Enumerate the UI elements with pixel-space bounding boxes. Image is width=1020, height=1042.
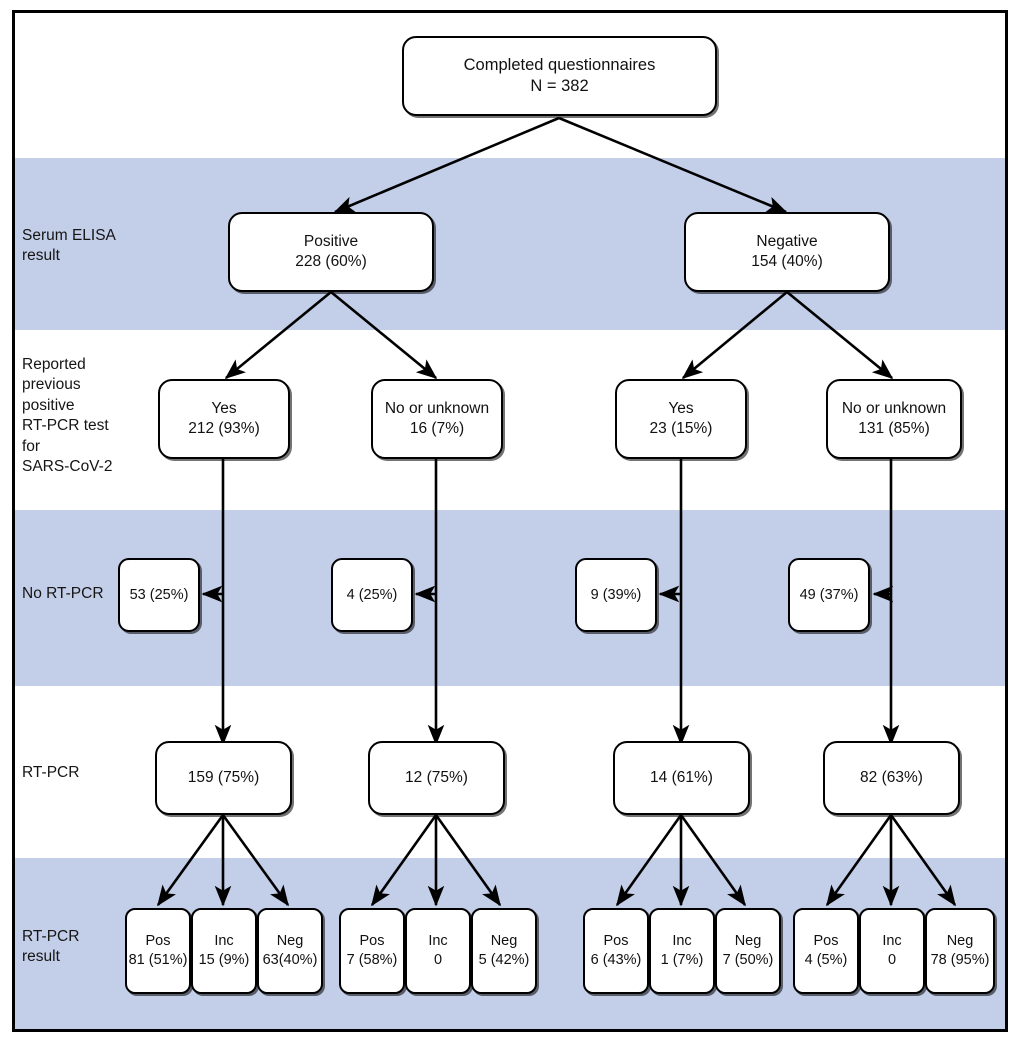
node-line-2: 228 (60%)	[295, 253, 367, 270]
node-no-rtpcr-negative-yes[interactable]: 9 (39%)	[575, 558, 657, 632]
node-line-1: Negative	[756, 232, 818, 250]
node-line-1: Inc	[214, 933, 234, 950]
node-line-1: Neg	[734, 933, 762, 950]
node-negative-reported-yes[interactable]: Yes 23 (15%)	[615, 379, 747, 459]
node-line-1: 9 (39%)	[590, 586, 642, 603]
node-line-2: 6 (43%)	[590, 952, 642, 968]
node-line-1: 49 (37%)	[799, 586, 859, 603]
node-line-1: Pos	[603, 933, 629, 950]
node-line-1: Inc	[882, 933, 902, 950]
node-line-2: 1 (7%)	[660, 952, 704, 968]
node-line-1: 159 (75%)	[187, 768, 260, 786]
node-line-1: Pos	[145, 933, 171, 950]
node-result-3-pos[interactable]: Pos 6 (43%)	[583, 908, 649, 994]
node-negative-reported-no-or-unknown[interactable]: No or unknown 131 (85%)	[826, 379, 962, 459]
row-label-no-rt-pcr: No RT-PCR	[22, 585, 104, 602]
node-line-2: 0	[887, 952, 897, 968]
node-rtpcr-negative-yes[interactable]: 14 (61%)	[613, 741, 750, 815]
node-line-1: 12 (75%)	[405, 768, 468, 786]
row-label-serum-elisa-result: Serum ELISA result	[22, 227, 116, 265]
node-line-1: Neg	[946, 933, 974, 950]
node-line-1: 82 (63%)	[860, 768, 923, 786]
node-result-2-inc[interactable]: Inc 0	[405, 908, 471, 994]
node-no-rtpcr-positive-no[interactable]: 4 (25%)	[331, 558, 413, 632]
node-line-2: 15 (9%)	[198, 952, 250, 968]
node-line-1: Neg	[490, 933, 518, 950]
node-result-4-inc[interactable]: Inc 0	[859, 908, 925, 994]
node-line-2: 4 (5%)	[804, 952, 848, 968]
node-line-1: Completed questionnaires	[463, 55, 656, 74]
node-line-1: No or unknown	[841, 399, 947, 417]
node-elisa-positive[interactable]: Positive 228 (60%)	[228, 212, 434, 292]
node-line-2: 81 (51%)	[128, 952, 188, 968]
node-rtpcr-negative-no[interactable]: 82 (63%)	[823, 741, 960, 815]
node-line-1: Inc	[428, 933, 448, 950]
node-result-3-inc[interactable]: Inc 1 (7%)	[649, 908, 715, 994]
node-positive-reported-yes[interactable]: Yes 212 (93%)	[158, 379, 290, 459]
node-no-rtpcr-positive-yes[interactable]: 53 (25%)	[118, 558, 200, 632]
row-label-reported-previous-positive-rtpcr: Reported previous positive RT-PCR test f…	[22, 356, 113, 476]
node-line-1: 4 (25%)	[346, 586, 398, 603]
node-line-2: 63(40%)	[262, 952, 318, 968]
node-line-2: 5 (42%)	[478, 952, 530, 968]
node-result-4-pos[interactable]: Pos 4 (5%)	[793, 908, 859, 994]
node-result-4-neg[interactable]: Neg 78 (95%)	[925, 908, 995, 994]
node-line-1: Yes	[668, 399, 694, 417]
node-positive-reported-no-or-unknown[interactable]: No or unknown 16 (7%)	[371, 379, 503, 459]
node-result-2-pos[interactable]: Pos 7 (58%)	[339, 908, 405, 994]
row-label-rt-pcr-result: RT-PCR result	[22, 928, 80, 966]
node-line-1: Neg	[276, 933, 304, 950]
node-line-1: Pos	[813, 933, 839, 950]
node-line-2: 16 (7%)	[409, 420, 465, 437]
node-line-2: 154 (40%)	[751, 253, 823, 270]
node-result-2-neg[interactable]: Neg 5 (42%)	[471, 908, 537, 994]
node-line-2: 7 (50%)	[722, 952, 774, 968]
node-no-rtpcr-negative-no[interactable]: 49 (37%)	[788, 558, 870, 632]
node-line-2: N = 382	[530, 77, 589, 95]
node-line-1: Yes	[211, 399, 237, 417]
row-label-rt-pcr: RT-PCR	[22, 764, 80, 781]
node-line-2: 131 (85%)	[858, 420, 930, 437]
node-line-2: 78 (95%)	[930, 952, 990, 968]
node-result-1-inc[interactable]: Inc 15 (9%)	[191, 908, 257, 994]
node-line-1: Pos	[359, 933, 385, 950]
node-line-1: 53 (25%)	[129, 586, 189, 603]
node-rtpcr-positive-no[interactable]: 12 (75%)	[368, 741, 505, 815]
node-result-1-neg[interactable]: Neg 63(40%)	[257, 908, 323, 994]
node-line-2: 212 (93%)	[188, 420, 260, 437]
node-result-3-neg[interactable]: Neg 7 (50%)	[715, 908, 781, 994]
node-rtpcr-positive-yes[interactable]: 159 (75%)	[155, 741, 292, 815]
node-line-1: Positive	[303, 232, 359, 250]
node-line-1: 14 (61%)	[650, 768, 713, 786]
node-result-1-pos[interactable]: Pos 81 (51%)	[125, 908, 191, 994]
node-line-1: No or unknown	[384, 399, 490, 417]
node-line-2: 0	[433, 952, 443, 968]
node-line-2: 23 (15%)	[649, 420, 713, 437]
node-completed-questionnaires[interactable]: Completed questionnaires N = 382	[402, 36, 717, 116]
node-line-2: 7 (58%)	[346, 952, 398, 968]
node-elisa-negative[interactable]: Negative 154 (40%)	[684, 212, 890, 292]
node-line-1: Inc	[672, 933, 692, 950]
